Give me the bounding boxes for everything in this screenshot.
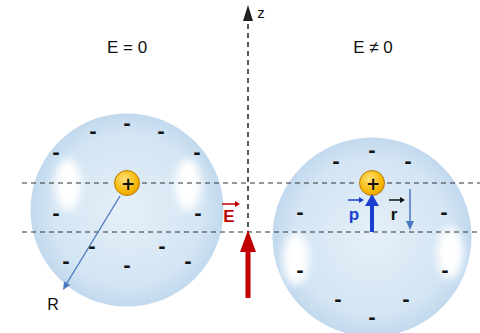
electron-charge: -	[157, 123, 164, 141]
electron-cloud: - - - - - - - - - - - - +	[30, 113, 224, 307]
electron-charge: -	[296, 262, 303, 280]
electron-charge: -	[89, 123, 96, 141]
nucleus-charge: +	[366, 176, 380, 193]
axis-label: z	[257, 5, 265, 20]
state-heading: E ≠ 0	[353, 39, 393, 56]
field-label: E	[223, 208, 234, 225]
radius-leader	[63, 196, 120, 290]
electron-charge: -	[402, 291, 409, 309]
cloud-highlight	[55, 159, 81, 211]
cloud-highlight	[175, 159, 201, 211]
displacement-arrow	[406, 189, 414, 230]
electron-cloud: - - - - - - - - - - +	[272, 137, 472, 333]
electron-charge: -	[296, 204, 303, 222]
radius-label: R	[47, 297, 59, 313]
electron-charge: -	[368, 142, 375, 160]
electron-charge: -	[404, 153, 411, 171]
electron-charge: -	[194, 205, 201, 223]
electron-charge: -	[88, 238, 95, 256]
cloud-shape	[272, 137, 472, 333]
dipole-arrow	[365, 194, 379, 232]
electron-charge: -	[158, 238, 165, 256]
displacement-label: r	[391, 206, 398, 223]
cloud-body	[31, 114, 224, 307]
electron-charge: -	[368, 309, 375, 327]
electron-charge: -	[52, 144, 59, 162]
vector-accents	[222, 197, 405, 207]
dipole-label: p	[349, 206, 359, 223]
electron-charge: -	[440, 204, 447, 222]
electron-charge: -	[123, 115, 130, 133]
cloud-highlight	[283, 233, 309, 285]
electron-charge: -	[184, 253, 191, 271]
dashed-guides	[22, 19, 480, 236]
nucleus: +	[359, 170, 385, 196]
electron-charge: -	[441, 262, 448, 280]
electron-charge: -	[62, 253, 69, 271]
z-axis-head	[243, 5, 253, 21]
nucleus: +	[114, 170, 140, 196]
electron-charge: -	[332, 153, 339, 171]
nucleus-charge: +	[121, 176, 135, 193]
electron-charge: -	[123, 257, 130, 275]
electron-charge: -	[334, 291, 341, 309]
electron-charge: -	[52, 205, 59, 223]
electron-charge: -	[193, 144, 200, 162]
state-heading: E = 0	[107, 39, 147, 56]
cloud-body	[273, 138, 472, 333]
cloud-highlight	[437, 227, 463, 279]
field-arrow	[240, 230, 256, 298]
